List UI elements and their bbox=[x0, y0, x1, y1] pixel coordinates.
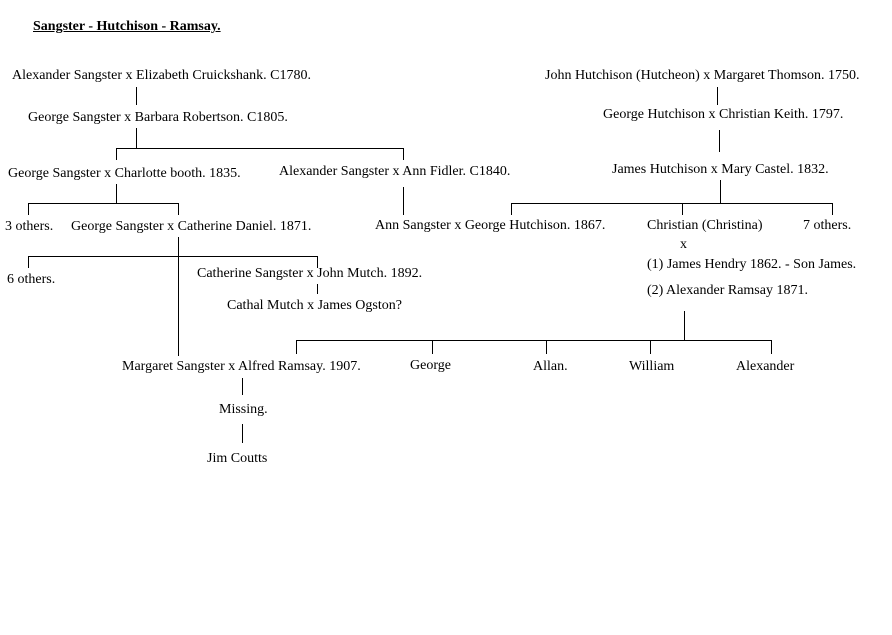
sangster-gen6a: Cathal Mutch x James Ogston? bbox=[227, 298, 402, 313]
sangster-gen1: Alexander Sangster x Elizabeth Cruicksha… bbox=[12, 68, 311, 83]
ramsay-child: Alexander bbox=[736, 359, 795, 374]
page-title: Sangster - Hutchison - Ramsay. bbox=[33, 19, 221, 34]
sangster-gen6b: Missing. bbox=[219, 402, 268, 417]
sangster-gen3b: Alexander Sangster x Ann Fidler. C1840. bbox=[279, 164, 511, 179]
marriage-x: x bbox=[680, 237, 687, 252]
sangster-gen5-others: 6 others. bbox=[7, 272, 56, 287]
sangster-gen4b: Ann Sangster x George Hutchison. 1867. bbox=[375, 218, 606, 233]
ramsay-child: William bbox=[629, 359, 675, 374]
ramsay-child: George bbox=[410, 358, 451, 373]
ramsay-child: Allan. bbox=[533, 359, 568, 374]
sangster-gen5b: Margaret Sangster x Alfred Ramsay. 1907. bbox=[122, 359, 361, 374]
sangster-gen3a: George Sangster x Charlotte booth. 1835. bbox=[8, 166, 241, 181]
hutchison-spouse1: (1) James Hendry 1862. - Son James. bbox=[647, 257, 857, 272]
hutchison-spouse2: (2) Alexander Ramsay 1871. bbox=[647, 283, 808, 298]
hutchison-gen3: James Hutchison x Mary Castel. 1832. bbox=[612, 162, 829, 177]
sangster-gen2: George Sangster x Barbara Robertson. C18… bbox=[28, 110, 288, 125]
hutchison-gen1: John Hutchison (Hutcheon) x Margaret Tho… bbox=[545, 68, 860, 83]
sangster-gen4-others: 3 others. bbox=[5, 219, 54, 234]
sangster-gen5a: Catherine Sangster x John Mutch. 1892. bbox=[197, 266, 423, 281]
sangster-gen7b: Jim Coutts bbox=[207, 451, 268, 466]
sangster-gen4a: George Sangster x Catherine Daniel. 1871… bbox=[71, 219, 312, 234]
hutchison-others: 7 others. bbox=[803, 218, 852, 233]
hutchison-christian: Christian (Christina) bbox=[647, 218, 763, 233]
hutchison-gen2: George Hutchison x Christian Keith. 1797… bbox=[603, 107, 844, 122]
